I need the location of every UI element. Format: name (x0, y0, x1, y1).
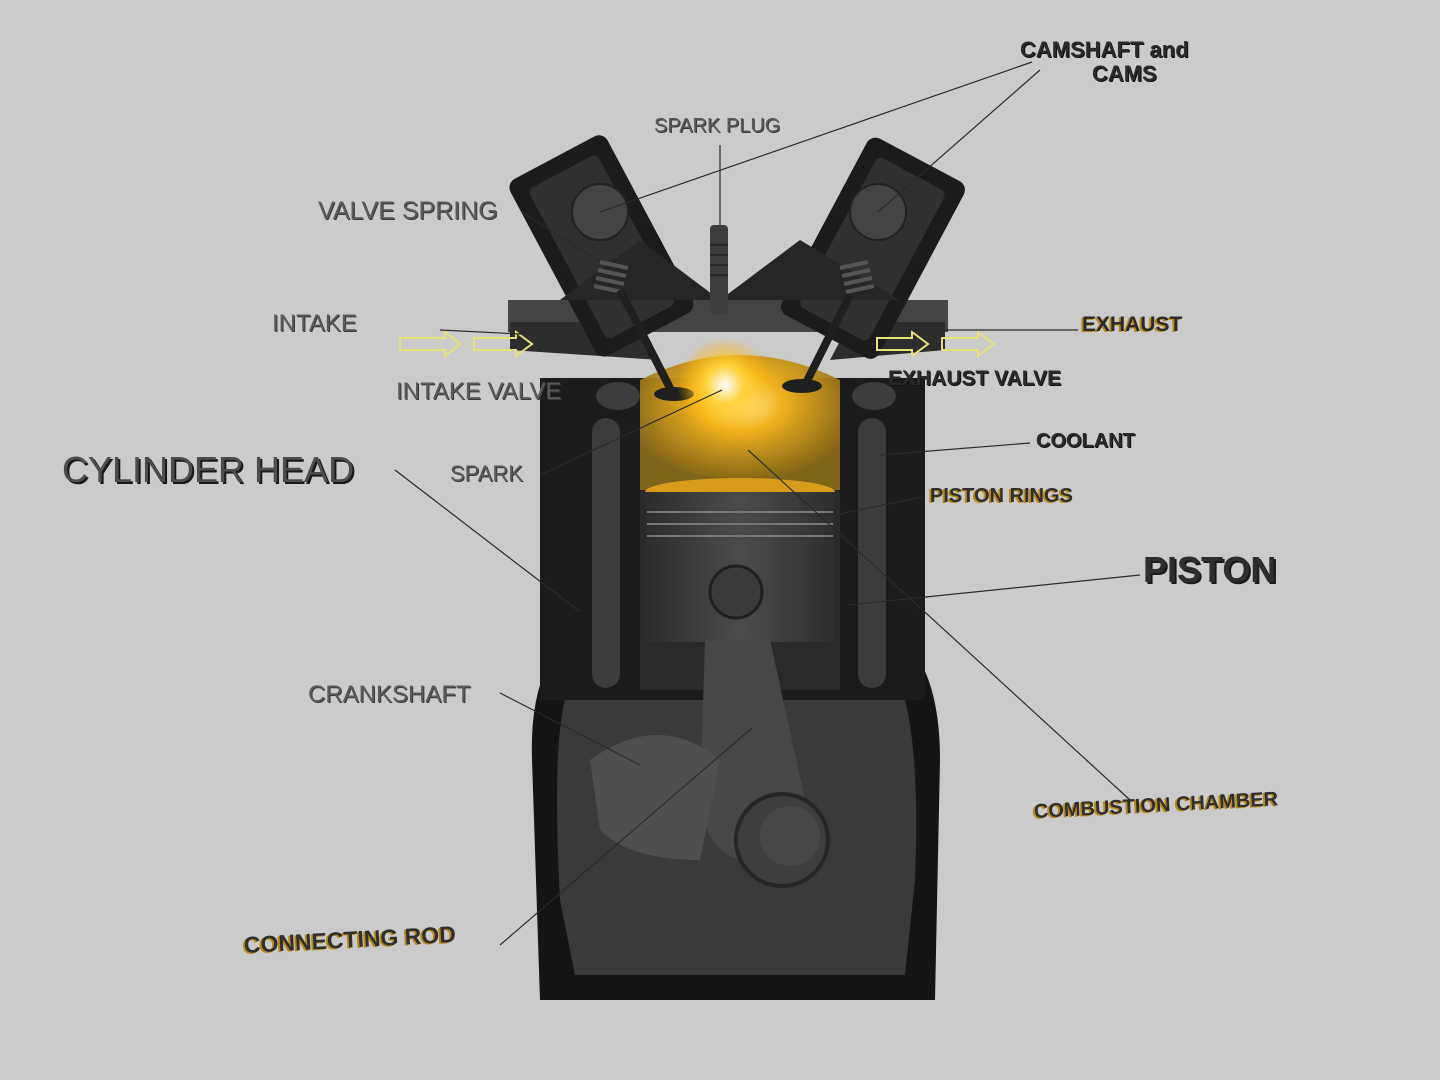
head-v-body (560, 240, 900, 300)
leader-spark (539, 389, 723, 476)
label-exhaust-valve: EXHAUST VALVE (888, 367, 1062, 390)
crank-counterweight (590, 735, 720, 860)
intake-valve-stem (616, 288, 676, 394)
label-piston-rings: PISTON RINGS (930, 485, 1073, 507)
label-intake: INTAKE (272, 310, 357, 337)
label-coolant: COOLANT (1036, 430, 1135, 452)
leader-camshaft-right (877, 69, 1041, 213)
leader-combustion-chamber (747, 449, 1131, 801)
coolant-jacket-right (858, 418, 886, 688)
label-intake-valve: INTAKE VALVE (396, 378, 562, 405)
label-exhaust: EXHAUST (1082, 313, 1183, 336)
label-piston: PISTON (1143, 549, 1277, 590)
coolant-port-right (852, 382, 896, 410)
label-spark: SPARK (450, 461, 523, 486)
exhaust-valve-stem (801, 293, 854, 387)
exhaust-arrow-1 (876, 330, 930, 358)
label-camshaft-line1: CAMSHAFT and (1020, 37, 1189, 62)
label-crankshaft: CRANKSHAFT (308, 681, 471, 708)
intake-arrow-2 (473, 330, 534, 358)
leader-crankshaft (499, 692, 641, 766)
leader-piston-rings (834, 496, 923, 516)
intake-arrow-1 (399, 329, 462, 359)
exhaust-arrow-2 (941, 330, 996, 358)
label-spark-plug: SPARK PLUG (654, 115, 781, 137)
valve-spring-right (839, 260, 875, 294)
label-camshaft-line2: CAMS (1091, 61, 1157, 87)
spark-flash (677, 337, 773, 433)
leader-intake (439, 329, 541, 336)
leader-valve-spring (521, 211, 601, 263)
label-camshaft: CAMSHAFT and CAMS (1020, 37, 1189, 87)
leader-cylinder-head (394, 469, 581, 613)
leader-connecting-rod (499, 727, 753, 946)
crankshaft-journal-inner (760, 806, 820, 866)
coolant-jacket-left (592, 418, 620, 688)
valve-spring-left (593, 260, 629, 294)
leader-piston (847, 574, 1141, 606)
coolant-port-left (596, 382, 640, 410)
wrist-pin (708, 564, 764, 620)
label-cylinder-head: CYLINDER HEAD (62, 449, 355, 490)
exhaust-valve-head (782, 379, 822, 393)
leader-camshaft-left (599, 61, 1033, 213)
spark-plug (710, 225, 728, 315)
label-valve-spring: VALVE SPRING (318, 197, 498, 225)
leader-coolant (879, 442, 1031, 456)
